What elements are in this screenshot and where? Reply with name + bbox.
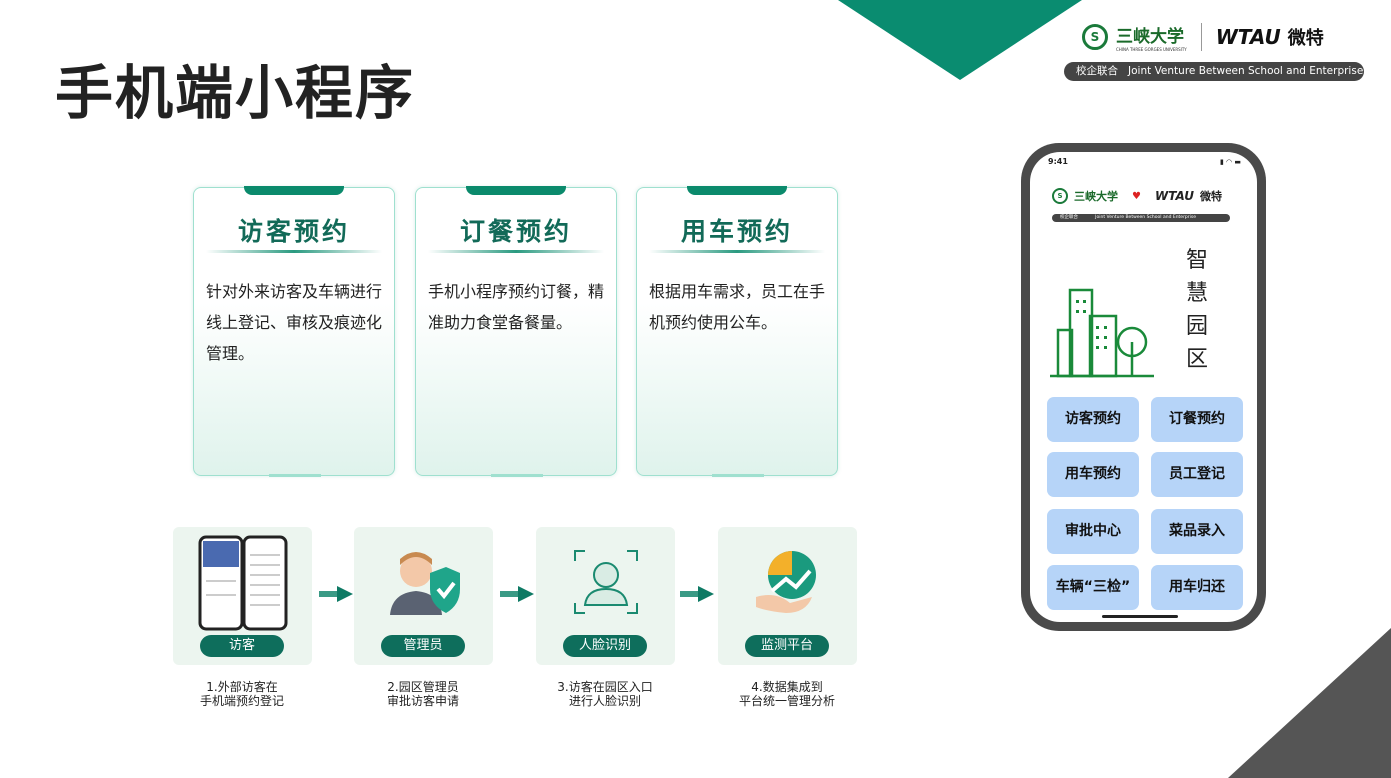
btn-dish-entry[interactable]: 菜品录入	[1151, 509, 1243, 554]
divider	[206, 250, 382, 253]
step-label: 监测平台	[745, 635, 829, 657]
step-caption: 3.访客在园区入口进行人脸识别	[557, 680, 653, 708]
home-indicator	[1102, 615, 1178, 618]
handshake-icon: ♥	[1132, 190, 1141, 202]
company-name-cn: 微特	[1199, 190, 1222, 203]
card-tab	[244, 186, 344, 195]
university-name-en: CHINA THREE GORGES UNIVERSITY	[1116, 47, 1187, 52]
phone-screen: 9:41 ▮ ◠ ▬ S 三峡大学 ♥ WTAU 微特 校企联合 Joint Ve…	[1030, 152, 1257, 622]
arrow-right-icon	[500, 586, 534, 602]
btn-approval[interactable]: 审批中心	[1047, 509, 1139, 554]
card-title: 用车预约	[680, 217, 793, 246]
university-name: 三峡大学	[1074, 190, 1118, 203]
step-face: 人脸识别	[536, 527, 675, 665]
phone-banner: 校企联合 Joint Venture Between School and En…	[1052, 214, 1230, 222]
page-title: 手机端小程序	[55, 59, 416, 127]
banner-en: Joint Venture Between School and Enterpr…	[1128, 65, 1364, 77]
phone-mockup: 9:41 ▮ ◠ ▬ S 三峡大学 ♥ WTAU 微特 校企联合 Joint Ve…	[1021, 143, 1266, 631]
logo-group: S 三峡大学 CHINA THREE GORGES UNIVERSITY WTA…	[1082, 22, 1324, 52]
university-emblem-icon: S	[1082, 24, 1108, 50]
decor-triangle	[838, 0, 1082, 80]
phone-screens-icon	[198, 535, 288, 631]
company-name: WTAU	[1154, 189, 1194, 203]
card-bottom-bar	[712, 474, 764, 477]
card-desc: 手机小程序预约订餐，精准助力食堂备餐量。	[428, 282, 605, 332]
card-tab	[466, 186, 566, 195]
step-visitor: 访客	[173, 527, 312, 665]
phone-logo: S 三峡大学 ♥ WTAU 微特	[1052, 188, 1222, 204]
btn-meal[interactable]: 订餐预约	[1151, 397, 1243, 442]
btn-visitor[interactable]: 访客预约	[1047, 397, 1139, 442]
banner-cn: 校企联合	[1076, 65, 1118, 77]
card-desc: 针对外来访客及车辆进行线上登记、审核及痕迹化管理。	[206, 282, 383, 363]
divider	[1200, 23, 1202, 51]
card-title: 访客预约	[237, 217, 350, 246]
admin-shield-icon	[390, 552, 460, 615]
card-desc: 根据用车需求，员工在手机预约使用公车。	[649, 282, 826, 332]
city-buildings-icon	[1050, 288, 1154, 378]
step-platform: 监测平台	[718, 527, 857, 665]
company-name-cn: 微特	[1287, 28, 1324, 49]
step-label: 管理员	[381, 635, 465, 657]
university-emblem-icon: S	[1052, 188, 1068, 204]
card-vehicle: 用车预约根据用车需求，员工在手机预约使用公车。	[636, 186, 838, 477]
step-label: 访客	[200, 635, 284, 657]
chart-hand-icon	[756, 551, 816, 613]
card-bottom-bar	[491, 474, 543, 477]
divider	[428, 250, 604, 253]
btn-vehicle-check[interactable]: 车辆“三检”	[1047, 565, 1139, 610]
arrow-right-icon	[680, 586, 714, 602]
face-scan-icon	[574, 550, 638, 614]
company-logo: WTAU 微特	[1216, 24, 1324, 50]
university-name: 三峡大学	[1116, 27, 1184, 47]
card-title: 订餐预约	[459, 217, 572, 246]
btn-vehicle-return[interactable]: 用车归还	[1151, 565, 1243, 610]
step-caption: 1.外部访客在手机端预约登记	[199, 680, 284, 708]
banner: 校企联合 Joint Venture Between School and En…	[1064, 62, 1364, 81]
card-tab	[687, 186, 787, 195]
step-admin: 管理员	[354, 527, 493, 665]
card-meal: 订餐预约手机小程序预约订餐，精准助力食堂备餐量。	[415, 186, 617, 477]
decor-triangle-corner	[1228, 628, 1391, 778]
btn-vehicle[interactable]: 用车预约	[1047, 452, 1139, 497]
arrow-right-icon	[319, 586, 353, 602]
card-bottom-bar	[269, 474, 321, 477]
btn-staff-register[interactable]: 员工登记	[1151, 452, 1243, 497]
status-icons: ▮ ◠ ▬	[1219, 158, 1241, 166]
card-visitor: 访客预约针对外来访客及车辆进行线上登记、审核及痕迹化管理。	[193, 186, 395, 477]
step-caption: 2.园区管理员审批访客申请	[386, 680, 459, 708]
phone-heading: 智慧园区	[1186, 248, 1209, 372]
company-name: WTAU	[1215, 25, 1281, 49]
status-time: 9:41	[1048, 157, 1068, 166]
divider	[649, 250, 825, 253]
step-caption: 4.数据集成到平台统一管理分析	[738, 680, 835, 708]
step-label: 人脸识别	[563, 635, 647, 657]
